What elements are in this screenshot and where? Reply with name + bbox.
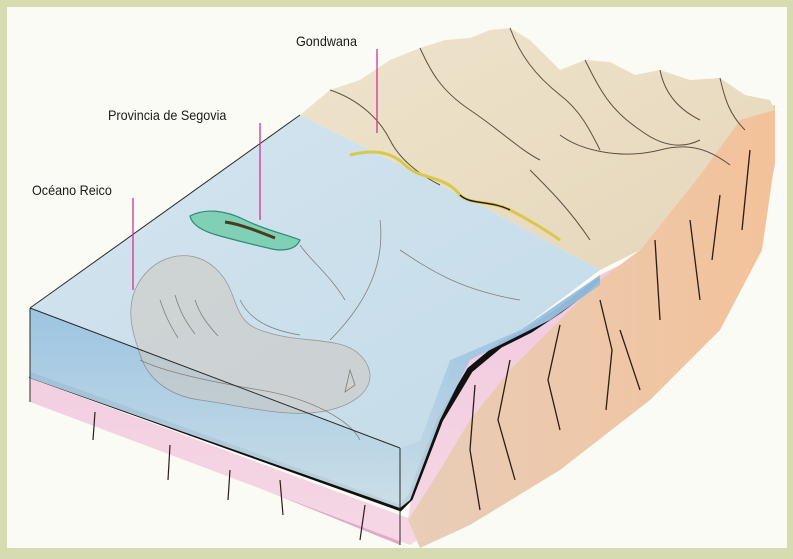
oceano-label: Océano Reico	[32, 182, 112, 198]
gondwana-label: Gondwana	[296, 33, 357, 49]
segovia-label: Provincia de Segovia	[108, 107, 226, 123]
